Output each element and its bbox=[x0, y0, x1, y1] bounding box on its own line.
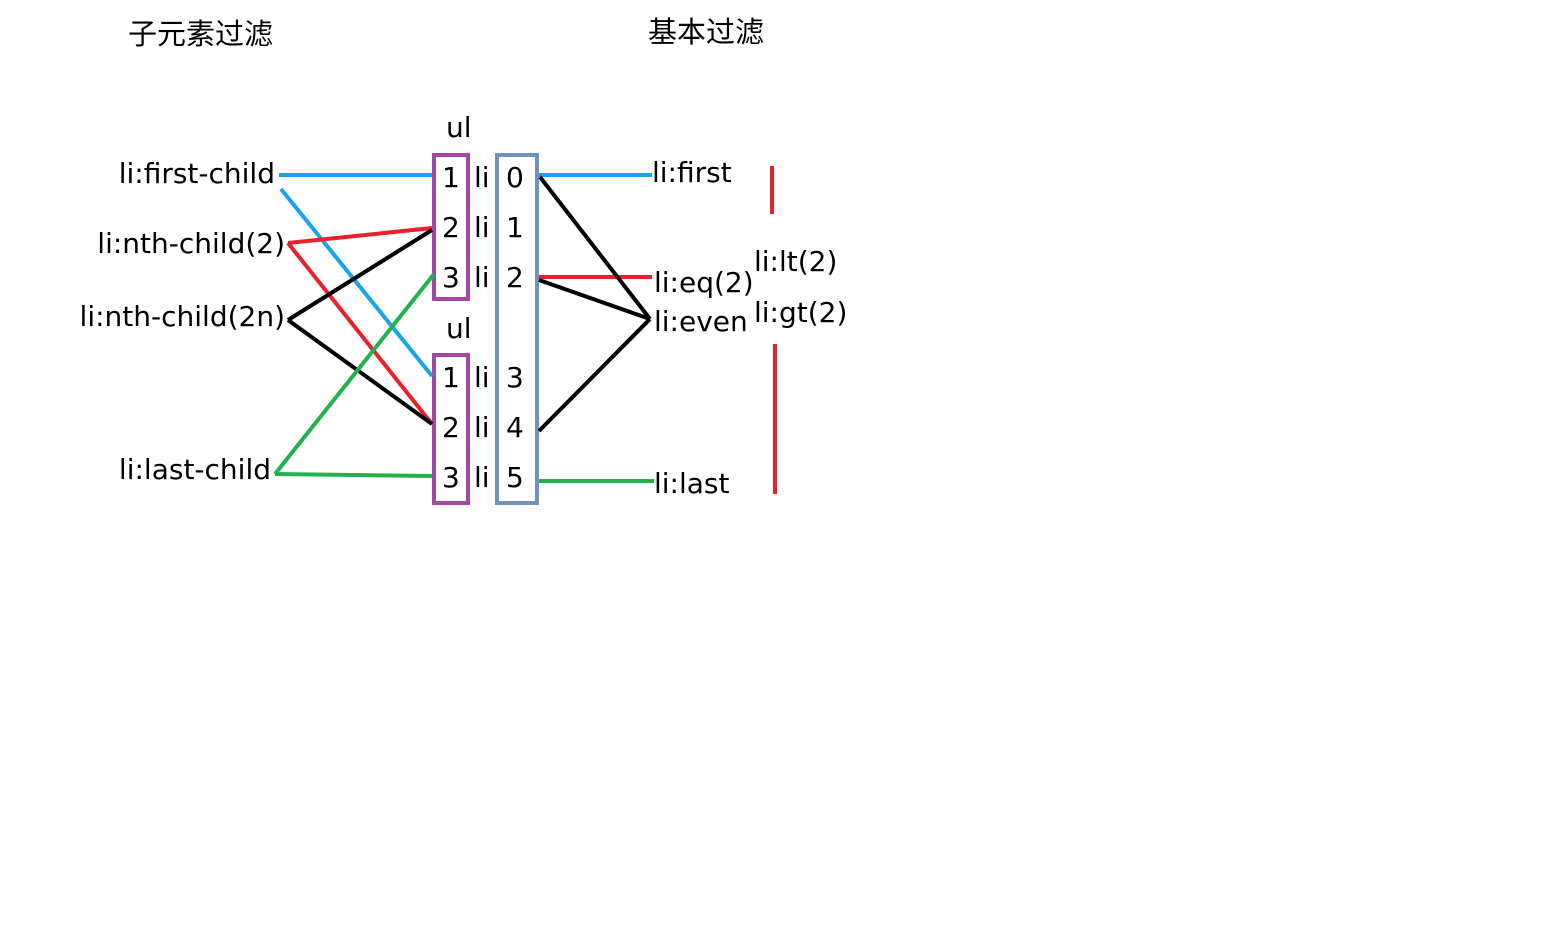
edge-nth-child-2-to-li1 bbox=[287, 226, 433, 245]
edge-last-child-to-li2 bbox=[273, 272, 436, 476]
child-position: 1 bbox=[442, 161, 460, 194]
li-label: li bbox=[474, 461, 490, 494]
selector-last-child: li:last-child bbox=[119, 453, 271, 486]
edge-even-to-li4 bbox=[537, 317, 652, 433]
child-position: 3 bbox=[442, 261, 460, 294]
index-box bbox=[495, 153, 539, 505]
edge-nth-child-2-to-li4 bbox=[286, 241, 434, 426]
child-position: 1 bbox=[442, 361, 460, 394]
child-box-bottom bbox=[432, 353, 470, 505]
edge-nth-child-2n-to-li1 bbox=[286, 228, 434, 322]
child-position: 2 bbox=[442, 211, 460, 244]
li-label: li bbox=[474, 361, 490, 394]
selector-first-child: li:first-child bbox=[119, 157, 275, 190]
selector-first: li:first bbox=[652, 156, 732, 189]
ul-label-bottom: ul bbox=[446, 312, 472, 345]
li-index: 5 bbox=[506, 461, 524, 494]
selector-eq2: li:eq(2) bbox=[654, 266, 754, 299]
li-index: 3 bbox=[506, 361, 524, 394]
li-index: 1 bbox=[506, 211, 524, 244]
selector-gt2: li:gt(2) bbox=[754, 296, 847, 329]
selector-nth-child-2: li:nth-child(2) bbox=[97, 227, 285, 260]
selector-even: li:even bbox=[654, 305, 748, 338]
heading-child-filter: 子元素过滤 bbox=[128, 17, 273, 51]
li-index: 0 bbox=[506, 161, 524, 194]
li-label: li bbox=[474, 211, 490, 244]
li-label: li bbox=[474, 411, 490, 444]
li-label: li bbox=[474, 161, 490, 194]
selector-last: li:last bbox=[654, 467, 730, 500]
child-box-top bbox=[432, 153, 470, 301]
child-position: 3 bbox=[442, 461, 460, 494]
li-label: li bbox=[474, 261, 490, 294]
li-index: 4 bbox=[506, 411, 524, 444]
selector-nth-child-2n: li:nth-child(2n) bbox=[80, 300, 285, 333]
edge-even-to-li0 bbox=[538, 175, 652, 321]
edge-first-child-to-li3 bbox=[279, 187, 434, 378]
edge-nth-child-2n-to-li4 bbox=[286, 318, 434, 426]
edge-last-child-to-li5 bbox=[274, 472, 433, 478]
ul-label-top: ul bbox=[446, 111, 472, 144]
heading-basic-filter: 基本过滤 bbox=[648, 15, 764, 49]
edge-even-to-li2 bbox=[538, 278, 651, 321]
child-position: 2 bbox=[442, 411, 460, 444]
li-index: 2 bbox=[506, 261, 524, 294]
selector-lt2: li:lt(2) bbox=[754, 245, 837, 278]
